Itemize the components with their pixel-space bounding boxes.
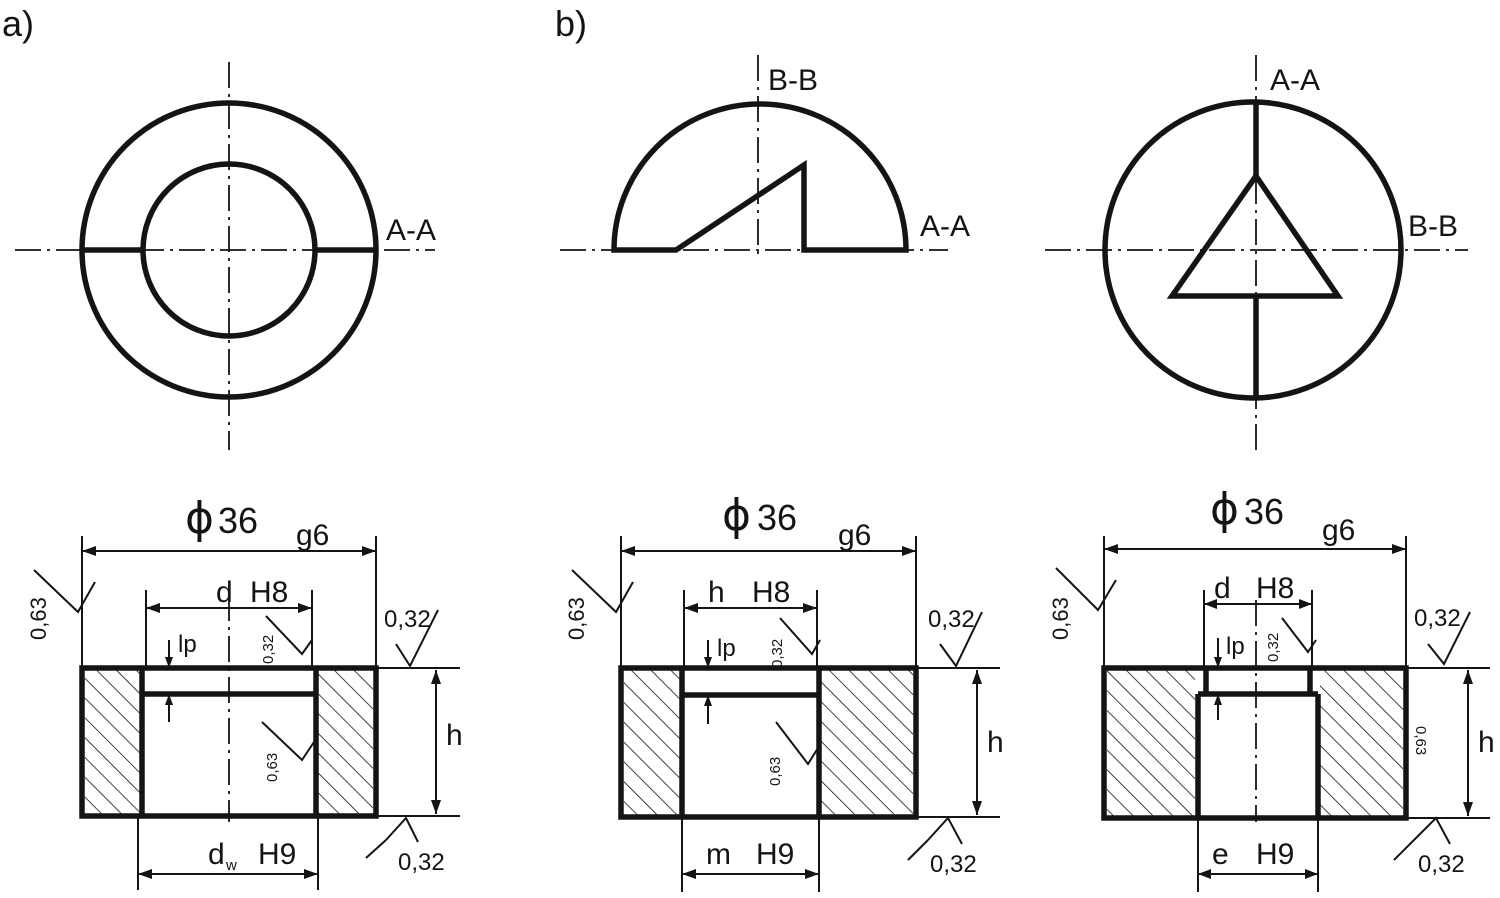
section-a-diameter-value: 36 xyxy=(218,500,258,541)
section-b2-upper-bore-letter: d xyxy=(1214,572,1231,605)
section-b2-diameter-value: 36 xyxy=(1244,491,1284,532)
section-a-height-label: h xyxy=(446,719,463,752)
section-b1-upper-bore-arrows xyxy=(684,603,817,613)
section-b2-roughness-bottom-right: 0,32 xyxy=(1418,851,1465,878)
section-b1-roughness-top-right-symbol xyxy=(939,611,983,668)
view-b2-horizontal-section-label: B-B xyxy=(1408,210,1458,243)
section-b1-roughness-bore-top: 0,32 xyxy=(769,639,786,668)
panel-a-label: a) xyxy=(2,3,34,44)
section-a-lower-bore-subscript: w xyxy=(225,857,237,874)
section-a-outer-tolerance: g6 xyxy=(296,519,329,552)
section-b2-roughness-top-right-symbol xyxy=(1427,611,1471,666)
section-a-extension-lines xyxy=(81,536,460,890)
section-a-diameter-symbol: ϕ xyxy=(185,493,214,544)
section-a-lower-bore-letter: d xyxy=(208,838,225,871)
section-b1-roughness-bottom-right: 0,32 xyxy=(930,851,977,878)
view-b2-outer-circle xyxy=(1102,99,1404,401)
section-b2-diameter-symbol: ϕ xyxy=(1210,484,1239,535)
section-b2-roughness-left-symbol xyxy=(1055,567,1117,612)
section-b1-lower-bore-letter: m xyxy=(706,838,731,871)
section-b2-roughness-bore-top-symbol xyxy=(1281,617,1317,654)
section-b1-roughness-bore: 0,63 xyxy=(767,757,784,786)
section-a-right-wall-hatch xyxy=(316,670,373,814)
section-b2-lower-bore-tolerance: H9 xyxy=(1256,838,1294,871)
section-a-roughness-bore: 0,63 xyxy=(264,753,281,782)
section-b1-bore-walls xyxy=(679,668,822,817)
section-a-roughness-bore-top-symbol xyxy=(265,615,313,656)
view-b2-vertical-section-label: A-A xyxy=(1270,64,1320,97)
view-b1-horizontal-section-label: A-A xyxy=(920,210,970,243)
view-b2-disk: A-A B-B xyxy=(1045,55,1468,450)
section-a-roughness-bore-symbol xyxy=(261,721,315,762)
section-b1-roughness-top-right: 0,32 xyxy=(928,606,975,633)
section-a-upper-bore-tolerance: H8 xyxy=(250,576,288,609)
section-b1-roughness-bottom-right-symbol xyxy=(927,816,963,845)
section-b1-roughness-bore-symbol xyxy=(775,721,819,766)
section-a-roughness-left: 0,63 xyxy=(26,597,51,640)
section-b2-height-label: h xyxy=(1478,726,1495,759)
section-a-roughness-left-symbol xyxy=(33,569,96,614)
section-b2-upper-bore-arrows xyxy=(1204,599,1312,609)
section-b1-lower-bore-arrows xyxy=(682,869,819,879)
view-b1-vertical-section-label: B-B xyxy=(768,64,818,97)
view-a-section-label: A-A xyxy=(386,214,436,247)
section-a-left-wall-hatch xyxy=(85,670,142,814)
section-b1-lower-bore-tolerance: H9 xyxy=(756,838,794,871)
section-b2-bore-walls xyxy=(1195,668,1321,818)
section-b2-depth-label: lp xyxy=(1226,633,1245,660)
section-a-roughness-top-right-symbol xyxy=(395,609,439,669)
section-a-upper-bore-letter: d xyxy=(216,576,233,609)
section-b1-right-wall-hatch xyxy=(820,670,913,815)
section-b1-roughness-bore-top-symbol xyxy=(779,617,821,656)
section-b2-lower-bore-letter: e xyxy=(1212,838,1229,871)
section-a-lower-bore-tolerance: H9 xyxy=(258,838,296,871)
section-b1-diameter-value: 36 xyxy=(757,497,797,538)
section-a-roughness-bottom-right-leader xyxy=(365,839,387,859)
section-b2-upper-bore-tolerance: H8 xyxy=(1256,572,1294,605)
section-b1-height-label: h xyxy=(987,726,1004,759)
section-b1-roughness-left-symbol xyxy=(571,569,634,614)
section-b1: ϕ 36 g6 h H8 m H9 h lp 0,63 0,32 0,32 0,… xyxy=(564,490,1004,892)
section-a-roughness-top-right: 0,32 xyxy=(384,606,431,633)
section-b2-depth-arrows xyxy=(1214,657,1222,705)
view-b1-outline xyxy=(611,101,909,253)
section-b2-lower-bore-arrows xyxy=(1198,869,1318,879)
panel-b-label: b) xyxy=(555,3,587,44)
section-b2-right-wall-hatch xyxy=(1320,670,1403,816)
section-a-depth-arrows xyxy=(165,657,173,705)
view-b2-triangle xyxy=(1166,171,1344,299)
section-b2: ϕ 36 g6 d H8 e H9 h lp 0,63 0,32 0,32 0,… xyxy=(1048,484,1495,892)
section-b2-extension-lines xyxy=(1103,536,1490,892)
view-a-ring: A-A xyxy=(15,62,436,450)
section-b1-outer-tolerance: g6 xyxy=(838,519,871,552)
section-b2-roughness-bore-top: 0,32 xyxy=(1265,633,1282,662)
section-a-roughness-bottom-right: 0,32 xyxy=(398,849,445,876)
section-a: ϕ 36 g6 d H8 d w H9 h lp 0,63 0,32 0,32 … xyxy=(26,493,463,890)
section-b1-depth-arrows xyxy=(704,657,712,706)
section-b2-roughness-bottom-right-symbol xyxy=(1413,816,1451,845)
section-b1-upper-bore-tolerance: H8 xyxy=(752,576,790,609)
section-a-roughness-bottom-right-symbol xyxy=(385,816,419,843)
view-b1-half-disk: B-B A-A xyxy=(560,55,970,258)
section-b1-roughness-left: 0,63 xyxy=(564,597,589,640)
section-b1-depth-label: lp xyxy=(717,635,736,662)
section-b1-diameter-symbol: ϕ xyxy=(722,490,751,541)
section-b2-roughness-top-right: 0,32 xyxy=(1414,605,1461,632)
section-a-roughness-bore-top: 0,32 xyxy=(260,635,277,664)
section-b2-roughness-bore-right: 0,63 xyxy=(1412,726,1429,755)
section-b2-roughness-left: 0,63 xyxy=(1048,597,1073,640)
section-b1-left-wall-hatch xyxy=(624,670,681,815)
section-b2-roughness-bottom-right-leader xyxy=(1393,839,1415,861)
section-b1-upper-bore-letter: h xyxy=(708,576,725,609)
section-b2-outer-tolerance: g6 xyxy=(1322,514,1355,547)
section-b1-roughness-bottom-right-leader xyxy=(907,839,929,861)
section-a-depth-label: lp xyxy=(178,631,197,658)
section-b2-left-wall-hatch xyxy=(1107,670,1195,816)
